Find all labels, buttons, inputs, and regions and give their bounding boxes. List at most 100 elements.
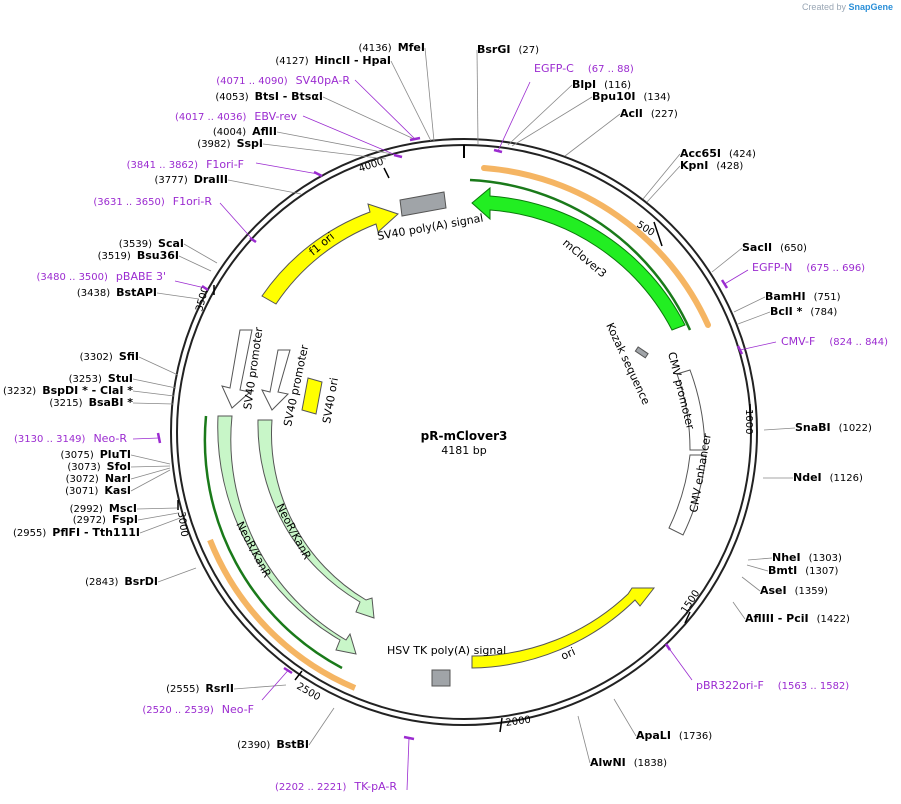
restriction-site[interactable]: AclI(227) [564, 107, 678, 157]
primer-leader-line [132, 437, 160, 440]
neor-kanr-feature-2[interactable] [257, 419, 375, 619]
restriction-site[interactable]: BtsI - BtsαI(4053) [215, 90, 415, 140]
restriction-site[interactable]: BsrDI(2843) [85, 567, 197, 588]
primer[interactable]: EGFP-C(67 .. 88) [493, 62, 634, 154]
primer[interactable]: pBR322ori-F(1563 .. 1582) [664, 643, 849, 692]
restriction-site[interactable]: KpnI(428) [646, 159, 743, 203]
site-name: MscI [109, 502, 137, 515]
restriction-site[interactable]: SnaBI(1022) [763, 421, 872, 434]
restriction-site[interactable]: ScaI(3539) [119, 237, 218, 264]
restriction-site[interactable]: BamHI(751) [733, 290, 841, 313]
restriction-site[interactable]: NdeI(1126) [763, 471, 863, 484]
tick-label: 2000 [505, 715, 532, 729]
primer-leader-line [667, 646, 693, 681]
site-name: SfoI [107, 460, 131, 473]
site-position: (3253) [69, 374, 102, 385]
restriction-site[interactable]: Bsu36I(3519) [98, 249, 212, 272]
site-name: BstBI [276, 738, 309, 751]
restriction-site[interactable]: StuI (3253) [69, 372, 177, 389]
site-name: FspI [112, 513, 138, 526]
restriction-site[interactable]: NarI(3072) [66, 467, 171, 485]
restriction-site[interactable]: FspI(2972) [73, 512, 179, 526]
restriction-site[interactable]: AflII(4004) [213, 125, 393, 155]
primer[interactable]: TK-pA-R(2202 .. 2221) [275, 735, 415, 793]
site-position: (2555) [166, 684, 199, 695]
site-name: BmtI [768, 564, 797, 577]
cmv-promoter-feature[interactable] [676, 369, 706, 451]
site-position: (4053) [215, 92, 248, 103]
site-name: StuI [108, 372, 133, 385]
restriction-site[interactable]: AflIII - PciI(1422) [732, 601, 850, 625]
restriction-site[interactable]: RsrII(2555) [166, 682, 287, 695]
kozak-label: Kozak sequence [603, 321, 652, 407]
site-position: (4136) [358, 43, 391, 54]
primer[interactable]: Neo-F(2520 .. 2539) [142, 666, 293, 716]
restriction-site[interactable]: HincII - HpaI(4127) [275, 54, 432, 142]
sv40-ori-label: SV40 ori [320, 377, 341, 425]
restriction-site[interactable]: SfiI (3302) [80, 350, 179, 376]
site-position: (227) [651, 109, 678, 120]
restriction-site[interactable]: BstAPI(3438) [77, 286, 200, 300]
restriction-site[interactable]: MfeI(4136) [358, 41, 435, 142]
site-name: KasI [104, 484, 131, 497]
sv40-promoter-feature-2[interactable] [261, 349, 291, 411]
tick-label: 3000 [175, 511, 189, 538]
primer[interactable]: F1ori-F(3841 .. 3862) [127, 158, 323, 178]
primer[interactable]: Neo-R(3130 .. 3149) [14, 432, 162, 445]
restriction-site[interactable]: Bpu10I(134) [511, 90, 670, 147]
ori-feature[interactable] [471, 587, 656, 669]
site-leader-line [507, 84, 573, 146]
site-position: (4127) [275, 56, 308, 67]
restriction-site[interactable]: BlpI(116) [507, 78, 631, 146]
sv40-ori-feature[interactable] [301, 377, 323, 415]
restriction-site[interactable]: BspDI * - ClaI *(3232) [3, 384, 175, 397]
restriction-site[interactable]: SspI(3982) [197, 137, 387, 160]
neo-binding-arc-orange [207, 538, 357, 691]
hsv-tk-polya-feature[interactable] [431, 669, 451, 687]
sv40-promoter-feature-1[interactable] [221, 329, 253, 409]
site-leader-line [137, 512, 179, 521]
site-name: SfiI [119, 350, 139, 363]
kozak-sequence-feature[interactable] [634, 346, 649, 359]
primer[interactable]: pBABE 3'(3480 .. 3500) [37, 270, 209, 292]
restriction-site[interactable]: MscI(2992) [70, 502, 178, 515]
tick-label: 1000 [743, 409, 754, 434]
primer[interactable]: CMV-F(824 .. 844) [736, 335, 888, 355]
primer-range: (3130 .. 3149) [14, 434, 86, 445]
sv40-polya-feature[interactable] [399, 191, 447, 217]
restriction-site[interactable]: BsrGI(27) [476, 43, 539, 145]
primer[interactable]: SV40pA-R(4071 .. 4090) [216, 74, 421, 142]
restriction-site[interactable]: PluTI(3075) [60, 448, 171, 465]
restriction-site[interactable]: BmtI(1307) [746, 564, 839, 577]
site-leader-line [308, 707, 335, 746]
restriction-site[interactable]: ApaLI(1736) [613, 698, 712, 742]
restriction-site[interactable]: SacII(650) [711, 241, 807, 273]
snapgene-logo: SnapGene [848, 2, 893, 12]
restriction-site[interactable]: SfoI(3073) [67, 460, 171, 473]
restriction-site[interactable]: AseI(1359) [741, 576, 828, 597]
neor-kanr-feature-1[interactable] [217, 415, 357, 655]
primer[interactable]: EGFP-N(675 .. 696) [720, 261, 865, 289]
restriction-site[interactable]: BstBI(2390) [237, 707, 335, 751]
cmv-enhancer-feature[interactable] [668, 454, 707, 536]
site-position: (3302) [80, 352, 113, 363]
mclover3-feature[interactable] [471, 186, 686, 331]
restriction-site[interactable]: NheI(1303) [747, 551, 842, 564]
site-position: (1022) [839, 423, 872, 434]
site-leader-line [139, 517, 181, 534]
site-leader-line [132, 390, 175, 397]
site-position: (428) [716, 161, 743, 172]
restriction-site[interactable]: Acc65I(424) [642, 147, 756, 200]
site-position: (116) [604, 80, 631, 91]
primer[interactable]: F1ori-R(3631 .. 3650) [93, 195, 257, 244]
primer[interactable]: EBV-rev(4017 .. 4036) [175, 110, 403, 159]
restriction-site[interactable]: BclI *(784) [737, 305, 837, 325]
f1-ori-feature[interactable] [261, 203, 399, 305]
restriction-site[interactable]: BsaBI *(3215) [49, 396, 174, 409]
restriction-site[interactable]: AlwNI(1838) [577, 715, 667, 769]
restriction-site[interactable]: KasI(3071) [65, 469, 171, 497]
neor-kanr-label-2: NeoR/KanR [273, 501, 313, 562]
restriction-site[interactable]: PflFI - Tth111I(2955) [13, 517, 181, 539]
site-position: (27) [518, 45, 539, 56]
restriction-site[interactable]: DraIII(3777) [154, 173, 302, 195]
